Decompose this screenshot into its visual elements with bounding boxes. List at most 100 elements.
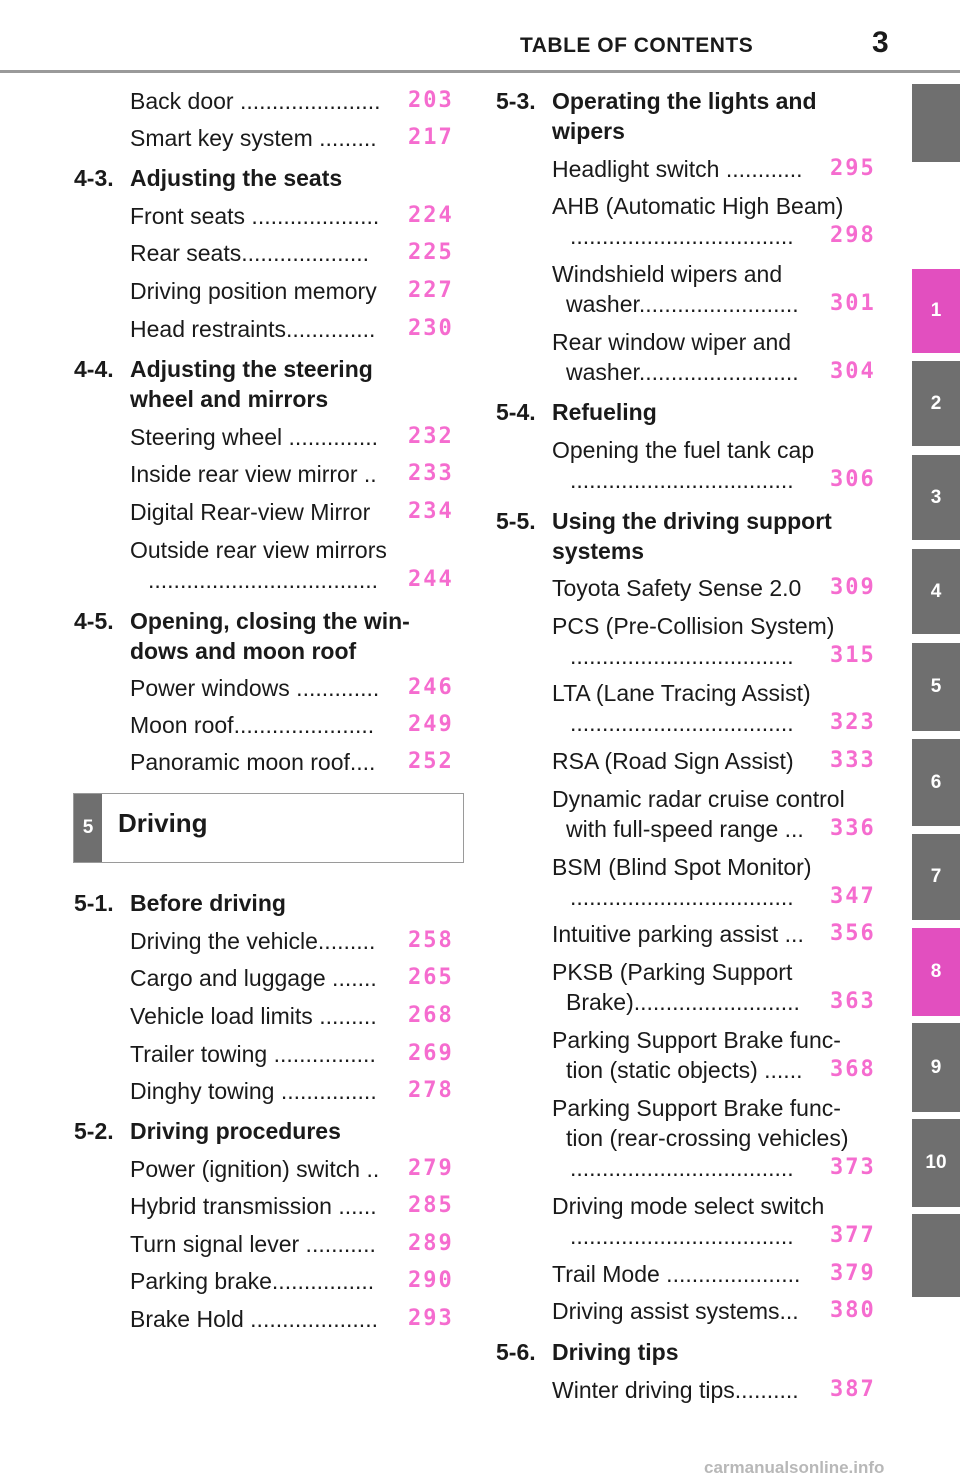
toc-entry[interactable]: Winter driving tips.......... [552,1377,799,1403]
toc-entry[interactable]: Driving position memory [130,278,377,304]
toc-page-link[interactable]: 279 [408,1156,454,1181]
chapter-tab-9[interactable]: 9 [912,1023,960,1112]
toc-page-link[interactable]: 203 [408,88,454,113]
toc-page-link[interactable]: 285 [408,1193,454,1218]
toc-page-link[interactable]: 304 [830,359,876,384]
toc-page-link[interactable]: 230 [408,316,454,341]
toc-page-link[interactable]: 301 [830,291,876,316]
toc-entry[interactable]: tion (static objects) ...... [566,1057,803,1083]
toc-page-link[interactable]: 278 [408,1078,454,1103]
toc-entry[interactable]: Vehicle load limits ......... [130,1003,377,1029]
toc-entry[interactable]: washer......................... [566,359,799,385]
toc-page-link[interactable]: 387 [830,1377,876,1402]
toc-entry[interactable]: Toyota Safety Sense 2.0 [552,575,802,601]
toc-page-link[interactable]: 252 [408,749,454,774]
toc-entry[interactable]: Parking Support Brake func- [552,1027,841,1053]
toc-page-link[interactable]: 306 [830,467,876,492]
toc-entry[interactable]: Cargo and luggage ....... [130,965,377,991]
toc-entry[interactable]: Parking Support Brake func- [552,1095,841,1121]
toc-page-link[interactable]: 268 [408,1003,454,1028]
toc-page-link[interactable]: 234 [408,499,454,524]
toc-page-link[interactable]: 377 [830,1223,876,1248]
toc-page-link[interactable]: 333 [830,748,876,773]
toc-entry[interactable]: Brake).......................... [566,989,800,1015]
toc-entry[interactable]: washer......................... [566,291,799,317]
toc-entry[interactable]: Moon roof...................... [130,712,375,738]
toc-entry[interactable]: Trail Mode ..................... [552,1261,801,1287]
toc-entry[interactable]: Dynamic radar cruise control [552,786,845,812]
toc-entry[interactable]: Windshield wipers and [552,261,783,287]
toc-entry[interactable]: Steering wheel .............. [130,424,379,450]
toc-page-link[interactable]: 233 [408,461,454,486]
chapter-tab-5[interactable]: 5 [912,643,960,731]
chapter-tab-blank-bottom[interactable] [912,1214,960,1297]
toc-page-link[interactable]: 368 [830,1057,876,1082]
toc-entry[interactable]: Dinghy towing ............... [130,1078,377,1104]
toc-entry[interactable]: Intuitive parking assist ... [552,921,804,947]
toc-page-link[interactable]: 298 [830,223,876,248]
toc-page-link[interactable]: 232 [408,424,454,449]
chapter-tab-10[interactable]: 10 [912,1119,960,1207]
toc-entry[interactable]: AHB (Automatic High Beam) [552,193,844,219]
toc-entry[interactable]: PKSB (Parking Support [552,959,793,985]
toc-page-link[interactable]: 309 [830,575,876,600]
toc-page-link[interactable]: 315 [830,643,876,668]
chapter-tab-1[interactable]: 1 [912,269,960,353]
toc-entry[interactable]: Digital Rear-view Mirror [130,499,371,525]
toc-entry[interactable]: Outside rear view mirrors [130,537,387,563]
toc-entry[interactable]: Brake Hold .................... [130,1306,378,1332]
toc-page-link[interactable]: 380 [830,1298,876,1323]
chapter-tab-6[interactable]: 6 [912,739,960,826]
toc-entry[interactable]: RSA (Road Sign Assist) [552,748,794,774]
toc-entry[interactable]: LTA (Lane Tracing Assist) [552,680,811,706]
toc-entry[interactable]: Hybrid transmission ...... [130,1193,377,1219]
chapter-tab-7[interactable]: 7 [912,834,960,920]
toc-entry[interactable]: Driving assist systems... [552,1298,799,1324]
toc-entry[interactable]: Headlight switch ............ [552,156,803,182]
toc-entry[interactable]: Parking brake................ [130,1268,375,1294]
toc-entry[interactable]: Power windows ............. [130,675,380,701]
chapter-tab-3[interactable]: 3 [912,455,960,540]
toc-entry[interactable]: Front seats .................... [130,203,380,229]
toc-page-link[interactable]: 265 [408,965,454,990]
toc-page-link[interactable]: 290 [408,1268,454,1293]
toc-page-link[interactable]: 225 [408,240,454,265]
toc-page-link[interactable]: 289 [408,1231,454,1256]
toc-entry[interactable]: Opening the fuel tank cap [552,437,815,463]
chapter-tab-2[interactable]: 2 [912,361,960,446]
toc-page-link[interactable]: 363 [830,989,876,1014]
toc-entry[interactable]: PCS (Pre-Collision System) [552,613,835,639]
toc-entry[interactable]: tion (rear-crossing vehicles) [566,1125,849,1151]
toc-page-link[interactable]: 293 [408,1306,454,1331]
toc-entry[interactable]: Trailer towing ................ [130,1041,376,1067]
toc-page-link[interactable]: 258 [408,928,454,953]
toc-entry[interactable]: Panoramic moon roof.... [130,749,376,775]
toc-page-link[interactable]: 373 [830,1155,876,1180]
toc-page-link[interactable]: 336 [830,816,876,841]
toc-entry[interactable]: Power (ignition) switch .. [130,1156,380,1182]
toc-page-link[interactable]: 217 [408,125,454,150]
toc-entry[interactable]: with full-speed range ... [566,816,804,842]
toc-page-link[interactable]: 249 [408,712,454,737]
toc-entry[interactable]: Driving mode select switch [552,1193,825,1219]
toc-entry[interactable]: BSM (Blind Spot Monitor) [552,854,812,880]
toc-entry[interactable]: Smart key system ......... [130,125,377,151]
toc-page-link[interactable]: 323 [830,710,876,735]
toc-page-link[interactable]: 295 [830,156,876,181]
toc-page-link[interactable]: 356 [830,921,876,946]
toc-entry[interactable]: Head restraints.............. [130,316,376,342]
toc-entry[interactable]: Rear window wiper and [552,329,792,355]
chapter-tab-blank[interactable] [912,84,960,162]
toc-page-link[interactable]: 227 [408,278,454,303]
toc-page-link[interactable]: 244 [408,567,454,592]
toc-page-link[interactable]: 379 [830,1261,876,1286]
chapter-tab-4[interactable]: 4 [912,549,960,634]
chapter-tab-8[interactable]: 8 [912,928,960,1016]
toc-entry[interactable]: Driving the vehicle......... [130,928,376,954]
toc-page-link[interactable]: 224 [408,203,454,228]
toc-entry[interactable]: Back door ...................... [130,88,381,114]
toc-entry[interactable]: Inside rear view mirror .. [130,461,377,487]
toc-page-link[interactable]: 269 [408,1041,454,1066]
toc-entry[interactable]: Rear seats.................... [130,240,370,266]
toc-entry[interactable]: Turn signal lever ........... [130,1231,376,1257]
